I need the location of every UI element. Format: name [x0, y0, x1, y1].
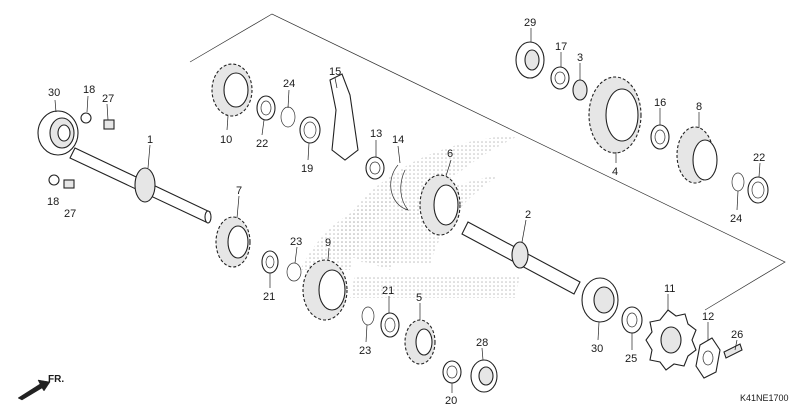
callout-18-lower: 18 [47, 196, 59, 208]
callout-10: 10 [220, 134, 232, 146]
washer-19 [299, 116, 321, 144]
callout-21-left: 21 [263, 291, 275, 303]
gear-8 [676, 126, 718, 184]
plate-12 [695, 337, 721, 379]
gear-6 [419, 174, 461, 236]
callout-6: 6 [447, 148, 453, 160]
callout-labels: 30 18 27 18 27 1 10 22 24 19 15 13 14 6 … [47, 17, 765, 405]
callout-20: 20 [445, 395, 457, 405]
washer-21-lower [380, 312, 400, 338]
callout-11: 11 [664, 283, 675, 295]
washer-21-left [261, 250, 279, 274]
washer-16 [650, 124, 670, 150]
washer-17 [550, 66, 570, 90]
circlip-24-right [731, 172, 745, 192]
callout-27-upper: 27 [102, 93, 114, 105]
bolt-27-lower [63, 179, 75, 189]
countershaft-part [461, 221, 581, 295]
callout-30-left: 30 [48, 87, 60, 99]
bearing-28 [470, 359, 498, 393]
callout-9: 9 [325, 237, 331, 249]
callout-22-right: 22 [753, 152, 765, 164]
callout-21-lower: 21 [382, 285, 394, 297]
callout-2: 2 [525, 209, 531, 221]
leader-lines [54, 28, 761, 393]
callout-13: 13 [370, 128, 382, 140]
gear-5 [404, 319, 436, 365]
callout-16: 16 [654, 97, 666, 109]
callout-17: 17 [555, 41, 567, 53]
bearing-30-right [581, 277, 619, 323]
callout-7: 7 [236, 185, 242, 197]
callout-27-lower: 27 [64, 208, 76, 220]
washer-22-upper [256, 95, 276, 121]
mainshaft-part [69, 147, 212, 224]
front-direction-label: FR. [48, 374, 64, 385]
gear-4 [588, 76, 642, 154]
callout-28: 28 [476, 337, 488, 349]
callout-14: 14 [392, 134, 404, 146]
callout-23-lower: 23 [359, 345, 371, 357]
gear-7 [215, 216, 251, 268]
gear-10 [211, 63, 253, 117]
collar-13 [365, 156, 385, 180]
circlip-23-lower [361, 306, 375, 326]
circlip-24-upper [280, 106, 296, 128]
washer-20 [442, 360, 462, 384]
diagram-code: K41NE1700 [740, 393, 789, 403]
bushing-3 [572, 79, 588, 101]
callout-15: 15 [329, 66, 341, 78]
bolt-26 [723, 343, 743, 359]
callout-3: 3 [577, 52, 583, 64]
gear-9 [302, 259, 348, 321]
callout-25: 25 [625, 353, 637, 365]
callout-1: 1 [147, 134, 153, 146]
callout-8: 8 [696, 101, 702, 113]
callout-30-right: 30 [591, 343, 603, 355]
circlip-23-left [286, 262, 302, 282]
callout-12: 12 [702, 311, 714, 323]
bearing-30-left [37, 110, 79, 156]
sprocket-11 [645, 309, 697, 371]
assembly-frame [189, 13, 786, 311]
callout-18-upper: 18 [83, 84, 95, 96]
bolt-27-upper [103, 119, 115, 130]
plate-15 [329, 73, 359, 161]
callout-24-upper: 24 [283, 78, 295, 90]
callout-29: 29 [524, 17, 536, 29]
front-direction-arrow: FR. [17, 374, 64, 401]
callout-19: 19 [301, 163, 313, 175]
callout-5: 5 [416, 292, 422, 304]
washer-22-right [747, 176, 769, 204]
callout-4: 4 [612, 166, 618, 178]
callout-26: 26 [731, 329, 743, 341]
callout-22-upper: 22 [256, 138, 268, 150]
bearing-29 [515, 41, 545, 79]
collar-18-upper [80, 112, 92, 124]
collar-25 [621, 306, 643, 334]
collar-18-lower [48, 174, 60, 186]
callout-24-right: 24 [730, 213, 742, 225]
callout-23-left: 23 [290, 236, 302, 248]
